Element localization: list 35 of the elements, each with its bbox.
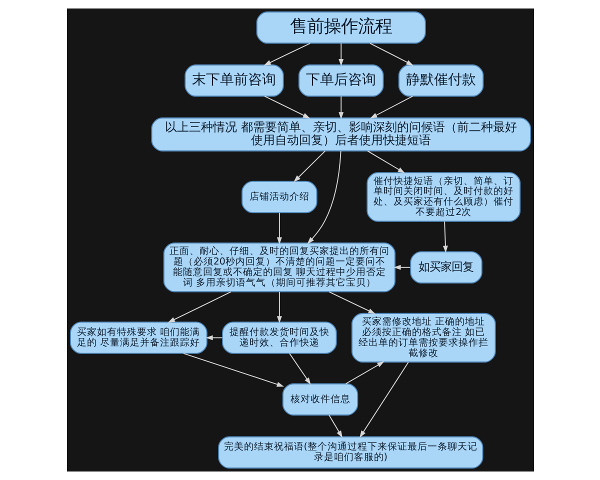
node-box: 买家如有特殊要求 咱们能满足的 尽量满足并备注跟踪好	[69, 322, 207, 354]
node-box: 提醒付款发货时间及快递时效、合作快递	[222, 322, 336, 354]
node-box: 催付快捷短语（亲切、简单、订单时间关闭时间、及时付款的好处、及买家还有什么顾虑）催付不要超过2次	[366, 172, 520, 222]
arrow	[205, 335, 222, 340]
arrow	[344, 361, 384, 384]
node-box: 店铺活动介绍	[241, 180, 317, 214]
node-box: 正面、耐心、仔细、及时的回复买家提出的所有问题（必须20秒内回复）不清楚的问题一定要问不能随意回复或不确定的回复 聊天过程中少用否定词 多用亲切语气气（期间可推荐其它宝贝）	[162, 242, 395, 292]
arrow	[276, 212, 282, 244]
arrow	[328, 291, 375, 314]
arrow	[293, 150, 326, 182]
node-box: 下单后咨询	[298, 64, 384, 97]
node-box: 售前操作流程	[256, 11, 426, 44]
node-box: 核对收件信息	[282, 383, 358, 416]
arrow	[338, 42, 344, 66]
arrow	[370, 96, 413, 118]
node-box: 静默催付款	[398, 64, 484, 97]
arrow	[338, 96, 344, 120]
node-box: 买家需修改地址 正确的地址必须按正确的格式备注 如已经出单的订单需按要求操作拦截修改	[350, 312, 496, 363]
arrow	[263, 42, 310, 66]
node-box: 如买家回复	[410, 251, 482, 284]
arrow	[306, 150, 341, 244]
arrow	[359, 362, 408, 438]
arrow	[167, 291, 231, 323]
arrow	[182, 352, 284, 387]
node-box: 末下单前咨询	[184, 64, 284, 97]
node-box: 完美的结束祝福语(整个沟通过程下来保证最后一条聊天记录是咱们客服的)	[218, 436, 483, 469]
arrow	[276, 291, 282, 324]
arrow	[393, 264, 410, 270]
arrow	[369, 42, 413, 66]
node-box: 以上三种情况 都需要简单、亲切、影响深刻的问候语（前二种最好使用自动回复）后者使用快捷短语	[150, 117, 531, 152]
arrow	[366, 150, 405, 174]
arrow	[264, 96, 310, 118]
arrow	[288, 352, 310, 385]
arrow	[328, 414, 342, 438]
arrow	[442, 221, 448, 253]
